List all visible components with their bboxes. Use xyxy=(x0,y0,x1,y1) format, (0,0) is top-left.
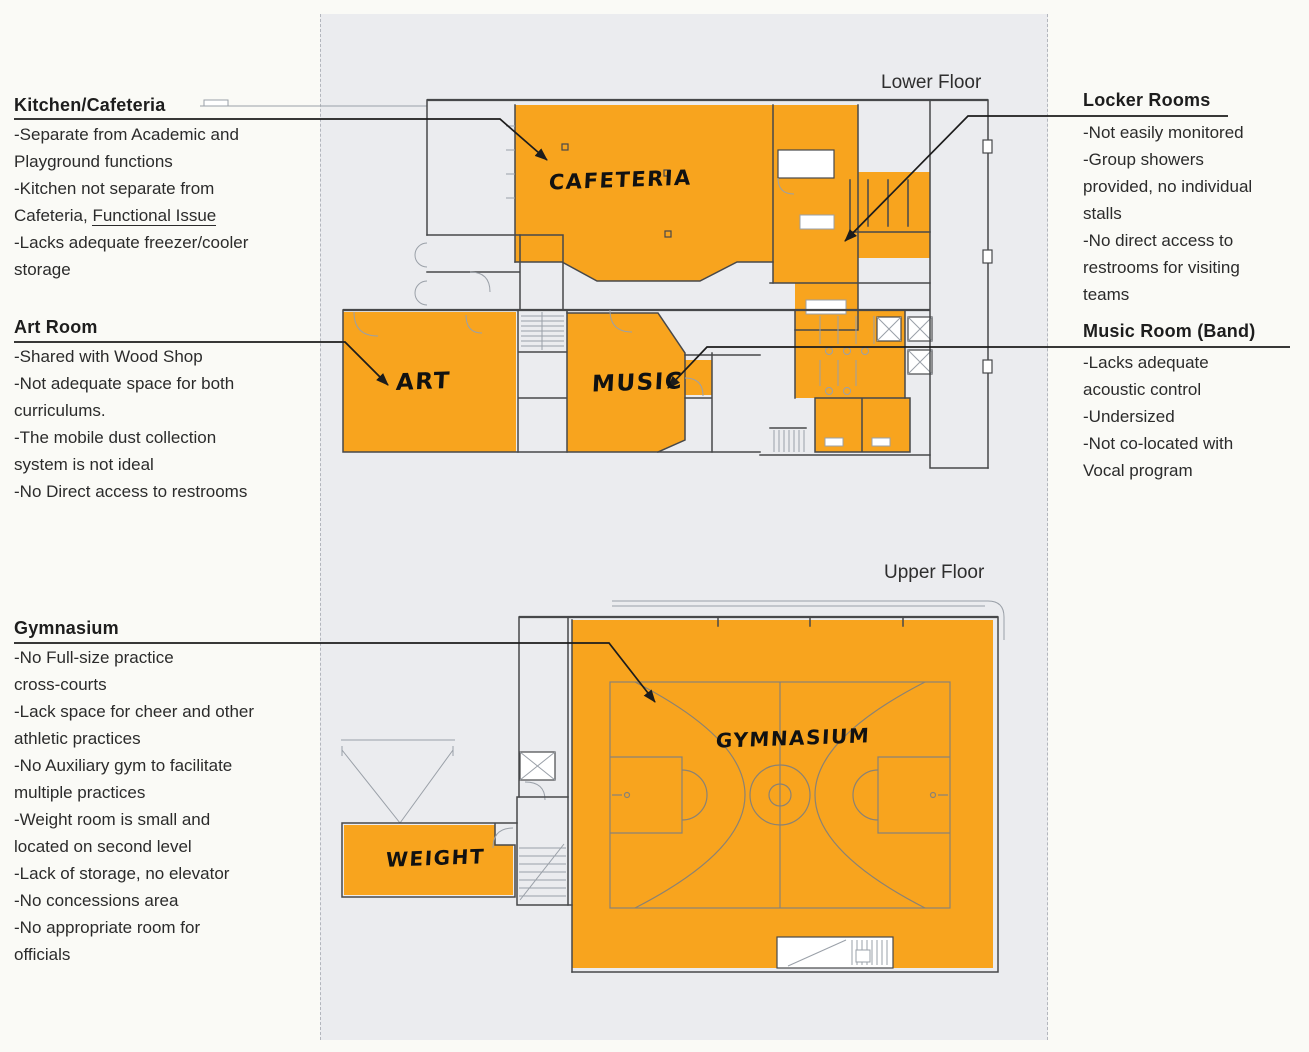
locker-rooms-notes: -Not easily monitored -Group showers pro… xyxy=(1083,123,1253,304)
lower-floor-label: Lower Floor xyxy=(881,72,982,93)
music-room-notes: -Lacks adequate acoustic control -Unders… xyxy=(1083,353,1234,480)
note-line: -Separate from Academic and xyxy=(14,125,239,144)
kitchen-cafeteria-title: Kitchen/Cafeteria xyxy=(14,95,166,115)
locker-rooms-arrow xyxy=(844,115,1228,242)
art-room-notes: -Shared with Wood Shop -Not adequate spa… xyxy=(14,347,248,501)
note-text: Cafeteria, xyxy=(14,206,93,225)
note-line: storage xyxy=(14,260,71,279)
locker-rooms-title: Locker Rooms xyxy=(1083,90,1211,110)
gymnasium-notes: -No Full-size practice cross-courts -Lac… xyxy=(14,648,255,964)
music-room-arrow xyxy=(667,346,1290,389)
kitchen-cafeteria-notes: -Separate from Academic and Playground f… xyxy=(14,121,334,283)
kitchen-cafeteria-arrow xyxy=(14,118,548,161)
upper-floor-label: Upper Floor xyxy=(884,562,985,583)
note-line: Cafeteria, Functional Issue xyxy=(14,202,334,229)
weight-room-label: WEIGHT xyxy=(385,844,486,872)
callout-arrows xyxy=(14,115,1290,703)
art-room-label: ART xyxy=(395,368,452,396)
cafeteria-highlight xyxy=(515,105,773,281)
music-room-label: MUSIC xyxy=(591,368,684,398)
gymnasium-title: Gymnasium xyxy=(14,618,119,638)
music-room-highlight xyxy=(567,313,685,452)
upper-floor-plan xyxy=(341,600,1005,973)
lower-floor-plan xyxy=(200,98,993,469)
gymnasium-highlight xyxy=(572,620,993,968)
weight-room-highlight xyxy=(344,825,513,895)
gymnasium-arrow xyxy=(14,642,656,703)
note-line: -Lacks adequate freezer/cooler xyxy=(14,233,249,252)
art-room-arrow xyxy=(14,341,389,386)
note-line: -Kitchen not separate from xyxy=(14,179,215,198)
cafeteria-room-label: CAFETERIA xyxy=(548,165,693,195)
note-line: Playground functions xyxy=(14,152,173,171)
art-room-title: Art Room xyxy=(14,317,98,337)
music-room-title: Music Room (Band) xyxy=(1083,321,1256,341)
locker-room-highlight xyxy=(850,172,930,258)
functional-issue-underlined: Functional Issue xyxy=(92,206,217,226)
